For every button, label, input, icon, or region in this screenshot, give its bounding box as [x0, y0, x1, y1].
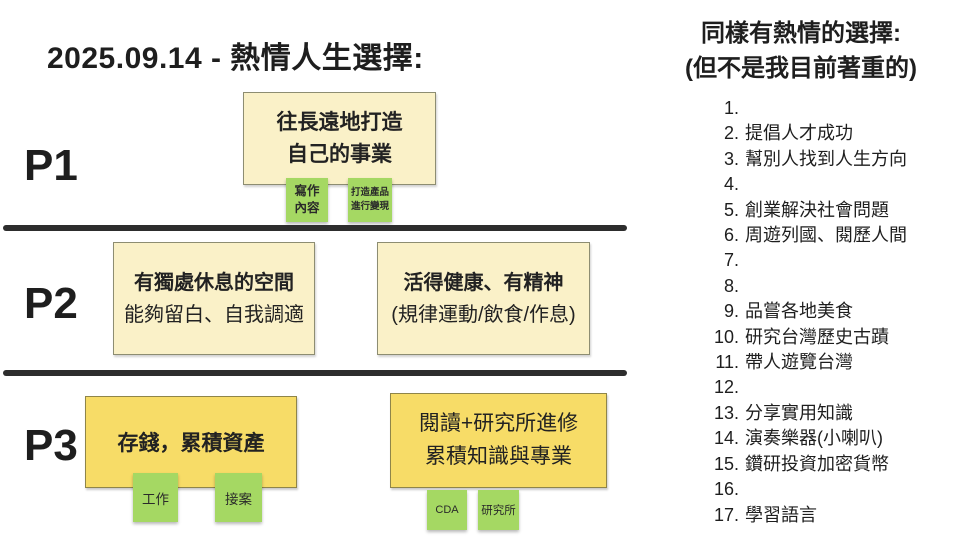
list-item: 9. 品嘗各地美食	[700, 299, 907, 324]
list-item-text: 幫別人找到人生方向	[745, 148, 907, 169]
list-item-number: 15.	[713, 453, 739, 474]
list-item: 6. 周遊列國、閱歷人間	[700, 223, 907, 248]
list-item: 8.	[700, 274, 907, 299]
list-item-text: 分享實用知識	[745, 402, 853, 423]
list-item-text: 周遊列國、閱歷人間	[745, 225, 907, 246]
page-title: 2025.09.14 - 熱情人生選擇:	[47, 42, 424, 75]
list-item-number: 1.	[723, 98, 739, 118]
list-item-text: 學習語言	[745, 504, 817, 525]
p3-card2-line1: 閱讀+研究所進修	[418, 411, 579, 435]
p3-savings-card[interactable]: 存錢，累積資產	[85, 396, 297, 488]
list-item: 11. 帶人遊覽台灣	[700, 350, 907, 375]
list-item: 15. 鑽研投資加密貨幣	[700, 452, 907, 477]
list-item: 1.	[700, 96, 907, 121]
priority-label-p2: P2	[24, 279, 78, 328]
list-item: 10. 研究台灣歷史古蹟	[700, 325, 907, 350]
list-item-number: 13.	[713, 402, 739, 423]
p2-card1-line1: 有獨處休息的空間	[134, 271, 294, 294]
right-panel-title-line2: (但不是我目前著重的)	[685, 55, 917, 82]
list-item-number: 17.	[713, 504, 739, 525]
list-item: 17. 學習語言	[700, 503, 907, 528]
right-panel-header: 同樣有熱情的選擇: (但不是我目前著重的)	[655, 16, 947, 86]
p2-card1-line2: 能夠留白、自我調適	[124, 303, 304, 326]
list-item: 13. 分享實用知識	[700, 401, 907, 426]
sticky-note-freelance[interactable]: 接案	[215, 473, 262, 522]
note-cda-label: CDA	[435, 504, 459, 516]
list-item-text: 鑽研投資加密貨幣	[745, 453, 889, 474]
sticky-note-product-monetize[interactable]: 打造產品 進行變現	[348, 178, 392, 222]
list-item-number: 12.	[713, 377, 739, 398]
note-grad-label: 研究所	[481, 505, 516, 517]
p1-card-line2: 自己的事業	[287, 142, 392, 166]
note-writing-line1: 寫作	[294, 184, 320, 199]
note-writing-line2: 內容	[294, 201, 320, 215]
p2-card2-line2: (規律運動/飲食/作息)	[391, 303, 576, 326]
p1-card-line1: 往長遠地打造	[276, 111, 403, 134]
list-item-number: 2.	[723, 123, 739, 144]
list-item-text: 創業解決社會問題	[745, 199, 889, 220]
list-item-text: 研究台灣歷史古蹟	[745, 326, 889, 347]
sticky-note-job[interactable]: 工作	[133, 473, 178, 522]
p1-goal-card[interactable]: 往長遠地打造 自己的事業	[243, 92, 436, 185]
list-item-number: 14.	[713, 428, 739, 449]
list-item: 3. 幫別人找到人生方向	[700, 147, 907, 172]
list-item-text: 品嘗各地美食	[745, 301, 853, 322]
list-item-number: 9.	[723, 301, 739, 322]
sticky-note-cda[interactable]: CDA	[427, 490, 467, 530]
p3-study-card[interactable]: 閱讀+研究所進修 累積知識與專業	[390, 393, 607, 488]
sticky-note-grad-school[interactable]: 研究所	[478, 490, 519, 530]
list-item-number: 6.	[723, 225, 739, 246]
list-item: 4.	[700, 172, 907, 197]
note-product-line2: 進行變現	[350, 201, 389, 212]
divider-line-1	[3, 225, 627, 231]
note-job-label: 工作	[142, 491, 169, 507]
p2-health-card[interactable]: 活得健康、有精神 (規律運動/飲食/作息)	[377, 242, 590, 355]
list-item: 16.	[700, 477, 907, 502]
list-item: 7.	[700, 248, 907, 273]
list-item: 5. 創業解決社會問題	[700, 198, 907, 223]
list-item-number: 4.	[723, 174, 739, 195]
list-item-text: 帶人遊覽台灣	[745, 352, 853, 373]
list-item: 2. 提倡人才成功	[700, 121, 907, 146]
list-item: 14. 演奏樂器(小喇叭)	[700, 426, 907, 451]
sticky-note-writing-content[interactable]: 寫作 內容	[286, 178, 328, 222]
alternative-passions-list: 1. 2. 提倡人才成功 3. 幫別人找到人生方向 4. 5. 創業解決社會問題 6.…	[700, 96, 907, 528]
p3-card1-line1: 存錢，累積資產	[117, 432, 265, 455]
list-item-number: 11.	[715, 352, 739, 373]
list-item-number: 5.	[723, 199, 739, 220]
p2-rest-space-card[interactable]: 有獨處休息的空間 能夠留白、自我調適	[113, 242, 315, 355]
divider-line-2	[3, 370, 627, 376]
note-freelance-label: 接案	[225, 491, 252, 507]
priority-label-p1: P1	[24, 141, 78, 190]
list-item: 12.	[700, 375, 907, 400]
right-panel-title-line1: 同樣有熱情的選擇:	[701, 20, 901, 47]
list-item-number: 7.	[723, 250, 739, 271]
p3-card2-line2: 累積知識與專業	[425, 444, 572, 468]
list-item-text: 演奏樂器(小喇叭)	[745, 428, 883, 449]
list-item-number: 8.	[723, 275, 739, 296]
list-item-number: 10.	[713, 326, 739, 347]
note-product-line1: 打造產品	[350, 186, 389, 198]
list-item-number: 16.	[713, 479, 739, 500]
p2-card2-line1: 活得健康、有精神	[403, 271, 564, 294]
list-item-text: 提倡人才成功	[745, 123, 853, 144]
priority-label-p3: P3	[24, 421, 78, 470]
list-item-number: 3.	[723, 148, 739, 169]
